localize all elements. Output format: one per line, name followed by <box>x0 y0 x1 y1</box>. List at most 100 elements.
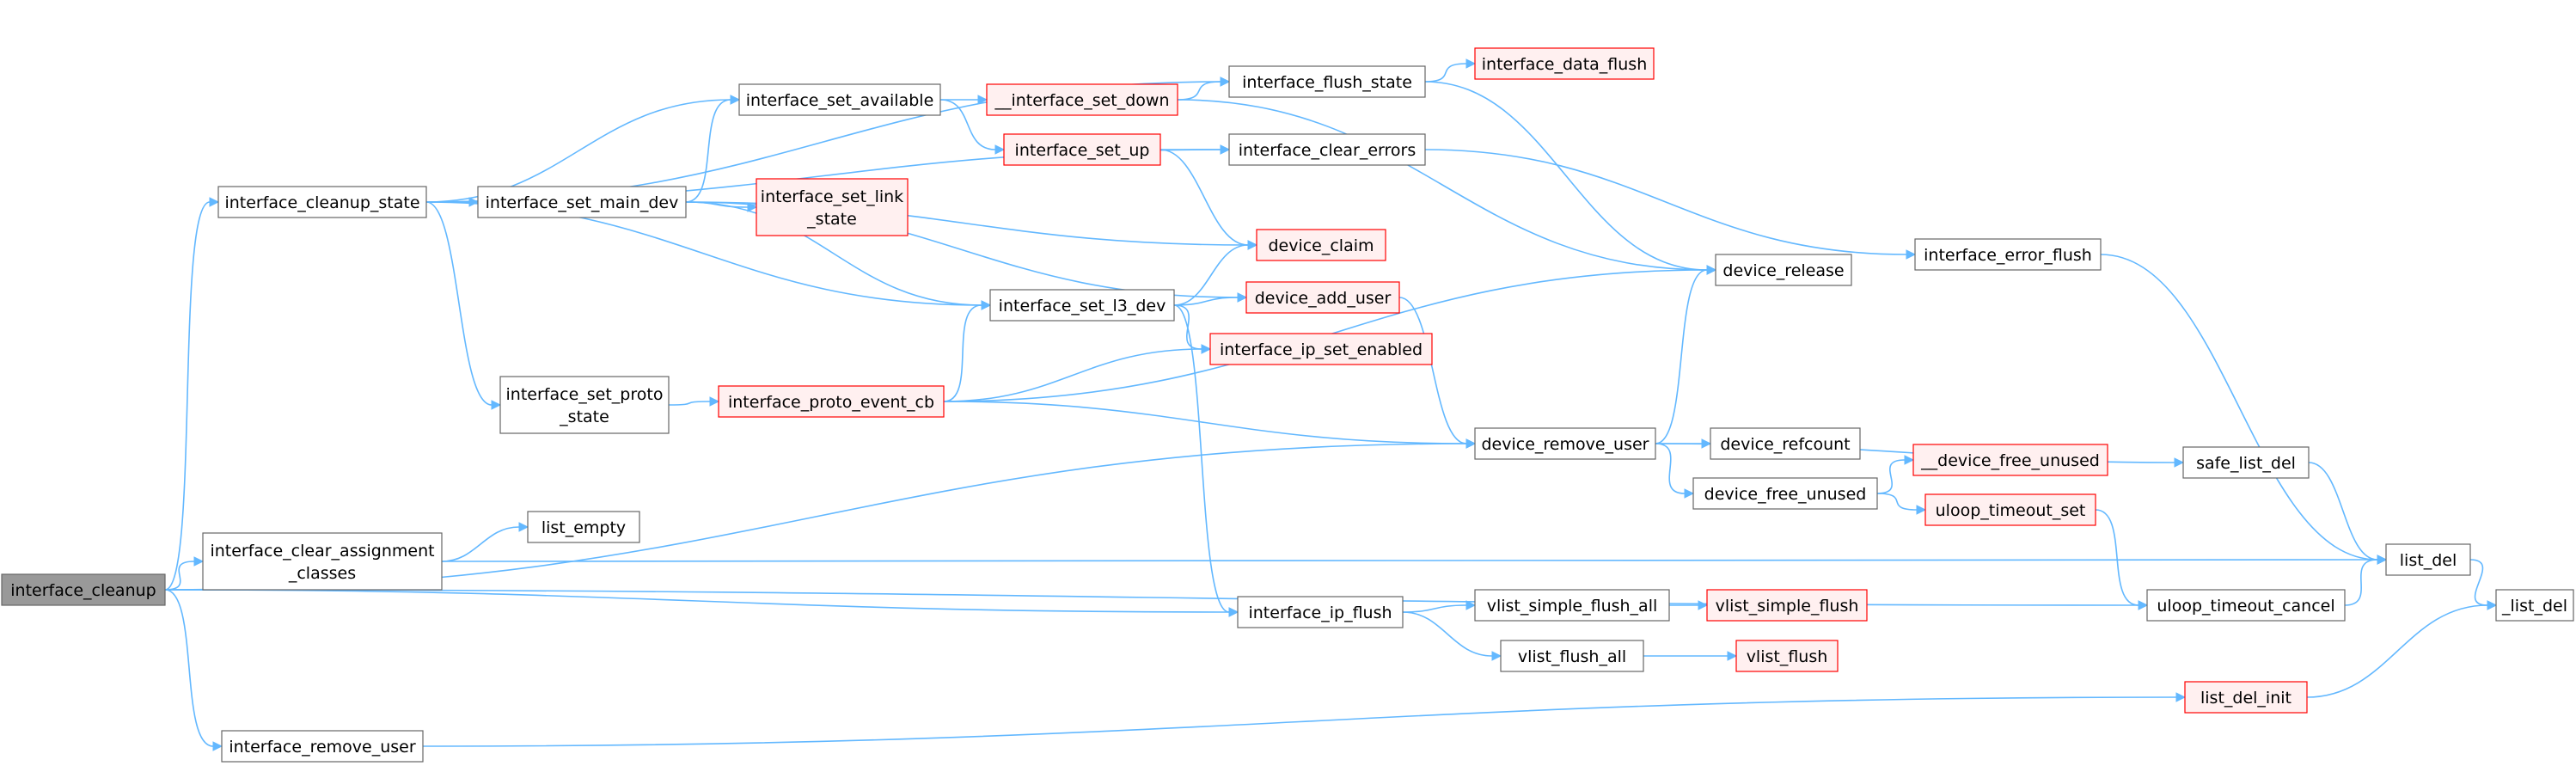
node-box[interactable] <box>221 730 424 763</box>
edge-uloop_timeout_set-to-uloop_timeout_cancel <box>2095 509 2149 610</box>
node-box[interactable] <box>1924 493 2096 526</box>
node-device_remove_user[interactable]: device_remove_user <box>1474 427 1656 460</box>
node-interface_cleanup_state[interactable]: interface_cleanup_state <box>217 186 427 218</box>
edge-line <box>1398 297 1467 444</box>
node-vlist_simple_flush_all[interactable]: vlist_simple_flush_all <box>1474 589 1670 622</box>
node-box[interactable] <box>527 511 640 543</box>
node-interface_clear_assignment_classes[interactable]: interface_clear_assignment_classes <box>202 532 443 591</box>
node-label: interface_data_flush <box>1482 55 1648 74</box>
node-list_empty[interactable]: list_empty <box>527 511 640 543</box>
node-box[interactable] <box>499 376 670 434</box>
node-interface_set_proto_state[interactable]: interface_set_proto_state <box>499 376 670 434</box>
node-interface_ip_flush[interactable]: interface_ip_flush <box>1237 596 1404 628</box>
arrowhead <box>2377 555 2388 565</box>
node-box[interactable] <box>2184 681 2308 714</box>
node-vlist_flush[interactable]: vlist_flush <box>1735 640 1839 672</box>
node-__device_free_unused[interactable]: __device_free_unused <box>1912 444 2108 476</box>
node-box[interactable] <box>217 186 427 218</box>
node-box[interactable] <box>1228 133 1426 166</box>
node-box[interactable] <box>1735 640 1839 672</box>
node-vlist_flush_all[interactable]: vlist_flush_all <box>1500 640 1644 672</box>
node-box[interactable] <box>1474 427 1656 460</box>
node-interface_remove_user[interactable]: interface_remove_user <box>221 730 424 763</box>
node-interface_set_link_state[interactable]: interface_set_link_state <box>756 178 909 236</box>
node-box[interactable] <box>477 186 687 218</box>
node-interface_set_available[interactable]: interface_set_available <box>738 83 941 116</box>
edge-interface_set_available-to-interface_set_up <box>939 99 1006 155</box>
node-label: interface_cleanup <box>10 581 156 600</box>
node-box[interactable] <box>756 178 909 236</box>
edge-device_remove_user-to-device_release <box>1655 265 1717 444</box>
edge-line <box>1177 81 1221 101</box>
node-box[interactable] <box>2385 543 2471 576</box>
node-uloop_timeout_set[interactable]: uloop_timeout_set <box>1924 493 2096 526</box>
node-device_free_unused[interactable]: device_free_unused <box>1692 477 1878 510</box>
edge-interface_clear_assignment_classes-to-list_del <box>441 555 2388 565</box>
node-box[interactable] <box>1474 589 1670 622</box>
node-box[interactable] <box>1710 427 1861 460</box>
node-box[interactable] <box>1715 254 1852 286</box>
node-box[interactable] <box>1914 238 2102 271</box>
node-box[interactable] <box>989 289 1175 322</box>
edge-interface_cleanup_state-to-interface_set_available <box>425 95 741 203</box>
node-box[interactable] <box>202 532 443 591</box>
node-interface_proto_event_cb[interactable]: interface_proto_event_cb <box>718 385 945 418</box>
node-interface_error_flush[interactable]: interface_error_flush <box>1914 238 2102 271</box>
node-box[interactable] <box>1256 229 1386 261</box>
node-device_add_user[interactable]: device_add_user <box>1245 281 1400 314</box>
edge-interface_cleanup-to-interface_ip_flush <box>164 589 1239 617</box>
node-box[interactable] <box>986 83 1178 116</box>
node-box[interactable] <box>738 83 941 116</box>
node-box[interactable] <box>2182 446 2310 479</box>
node-_list_del[interactable]: _list_del <box>2495 589 2574 622</box>
edge-line <box>441 526 520 562</box>
edge-line <box>1402 611 1493 657</box>
node-box[interactable] <box>1003 133 1161 166</box>
node-uloop_timeout_cancel[interactable]: uloop_timeout_cancel <box>2146 589 2346 622</box>
node-label: vlist_flush_all <box>1518 647 1626 666</box>
node-box[interactable] <box>2146 589 2346 622</box>
edge-uloop_timeout_cancel-to-list_del <box>2344 555 2388 606</box>
node-interface_flush_state[interactable]: interface_flush_state <box>1228 65 1426 98</box>
node-box[interactable] <box>1 573 166 606</box>
node-label: device_refcount <box>1720 435 1850 454</box>
node-box[interactable] <box>1209 333 1433 365</box>
node-label: interface_ip_set_enabled <box>1220 340 1423 359</box>
node-label: interface_cleanup_state <box>224 193 419 212</box>
node-interface_set_up[interactable]: interface_set_up <box>1003 133 1161 166</box>
node-vlist_simple_flush[interactable]: vlist_simple_flush <box>1706 589 1868 622</box>
node-label: interface_set_up <box>1015 141 1150 160</box>
node-box[interactable] <box>1237 596 1404 628</box>
node-interface_set_main_dev[interactable]: interface_set_main_dev <box>477 186 687 218</box>
edge-device_free_unused-to-__device_free_unused <box>1876 455 1915 494</box>
node-box[interactable] <box>1228 65 1426 98</box>
node-device_release[interactable]: device_release <box>1715 254 1852 286</box>
node-box[interactable] <box>1912 444 2108 476</box>
node-label: interface_remove_user <box>229 738 416 757</box>
node-box[interactable] <box>2495 589 2574 622</box>
node-list_del_init[interactable]: list_del_init <box>2184 681 2308 714</box>
node-label: vlist_simple_flush <box>1716 597 1859 616</box>
node-label: interface_set_available <box>746 91 934 110</box>
node-box[interactable] <box>718 385 945 418</box>
node-interface_cleanup[interactable]: interface_cleanup <box>1 573 166 606</box>
node-box[interactable] <box>1706 589 1868 622</box>
node-label: interface_set_proto <box>506 385 664 404</box>
node-interface_data_flush[interactable]: interface_data_flush <box>1474 47 1655 80</box>
node-box[interactable] <box>1245 281 1400 314</box>
node-interface_clear_errors[interactable]: interface_clear_errors <box>1228 133 1426 166</box>
node-__interface_set_down[interactable]: __interface_set_down <box>986 83 1178 116</box>
edge-interface_ip_flush-to-vlist_flush_all <box>1402 611 1502 661</box>
node-box[interactable] <box>1500 640 1644 672</box>
edge-interface_proto_event_cb-to-interface_set_l3_dev <box>943 300 992 402</box>
node-box[interactable] <box>1692 477 1878 510</box>
node-device_claim[interactable]: device_claim <box>1256 229 1386 261</box>
node-interface_set_l3_dev[interactable]: interface_set_l3_dev <box>989 289 1175 322</box>
node-box[interactable] <box>1474 47 1655 80</box>
node-device_refcount[interactable]: device_refcount <box>1710 427 1861 460</box>
edge-list_del-to-_list_del <box>2469 559 2498 610</box>
node-list_del[interactable]: list_del <box>2385 543 2471 576</box>
node-safe_list_del[interactable]: safe_list_del <box>2182 446 2310 479</box>
node-interface_ip_set_enabled[interactable]: interface_ip_set_enabled <box>1209 333 1433 365</box>
